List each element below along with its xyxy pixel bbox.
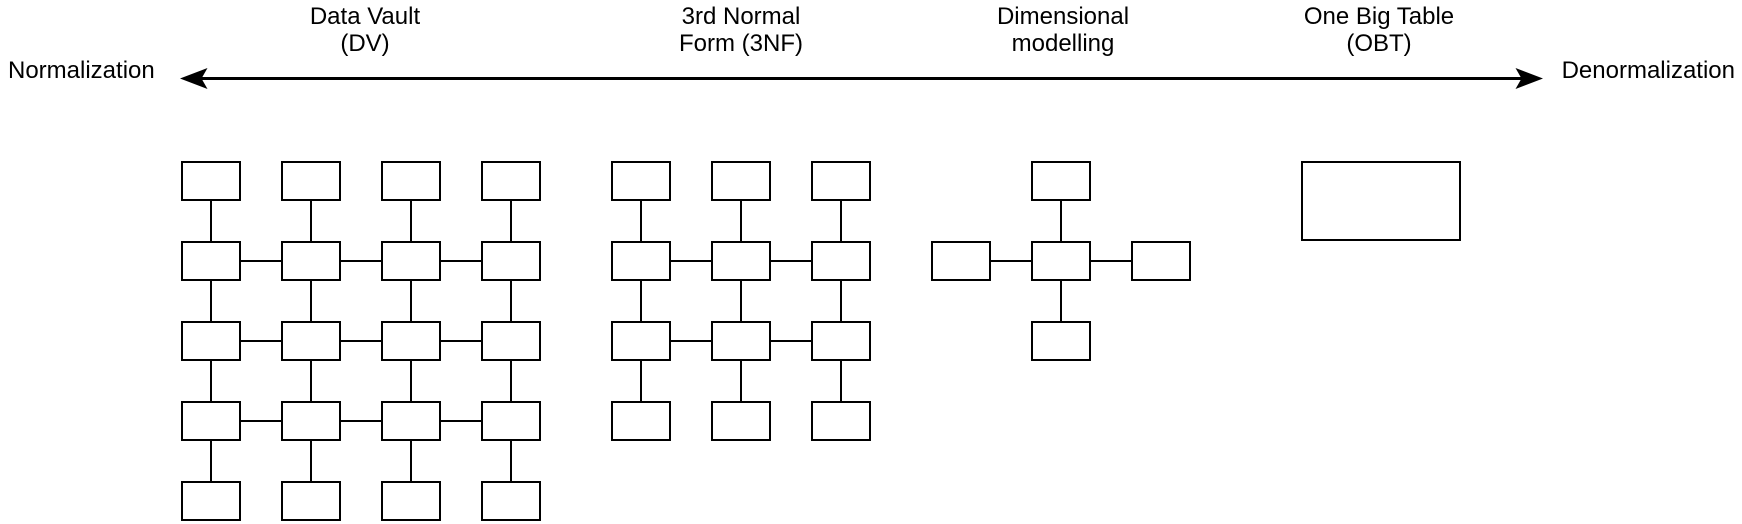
connector-vertical bbox=[509, 441, 513, 481]
connector-horizontal bbox=[341, 259, 381, 263]
connector-horizontal bbox=[341, 339, 381, 343]
connector-vertical bbox=[309, 281, 313, 321]
connector-horizontal bbox=[1091, 259, 1131, 263]
connector-vertical bbox=[639, 361, 643, 401]
schema-box bbox=[181, 161, 241, 201]
schema-box bbox=[281, 241, 341, 281]
schema-box bbox=[811, 321, 871, 361]
connector-vertical bbox=[209, 441, 213, 481]
connector-horizontal bbox=[671, 339, 711, 343]
connector-horizontal bbox=[441, 339, 481, 343]
schema-box bbox=[281, 401, 341, 441]
connector-vertical bbox=[409, 281, 413, 321]
connector-vertical bbox=[509, 281, 513, 321]
connector-vertical bbox=[639, 201, 643, 241]
schema-box bbox=[481, 481, 541, 521]
connector-vertical bbox=[739, 361, 743, 401]
connector-vertical bbox=[1059, 281, 1063, 321]
schema-box bbox=[481, 401, 541, 441]
method-title-data-vault: Data Vault (DV) bbox=[255, 3, 475, 57]
schema-box bbox=[381, 401, 441, 441]
connector-vertical bbox=[839, 201, 843, 241]
connector-vertical bbox=[209, 201, 213, 241]
method-title-line: Form (3NF) bbox=[679, 30, 803, 57]
schema-box bbox=[611, 241, 671, 281]
method-title-line: One Big Table bbox=[1303, 3, 1455, 30]
connector-vertical bbox=[409, 361, 413, 401]
connector-vertical bbox=[309, 201, 313, 241]
connector-horizontal bbox=[991, 259, 1031, 263]
connector-vertical bbox=[309, 441, 313, 481]
schema-box bbox=[711, 161, 771, 201]
connector-vertical bbox=[409, 441, 413, 481]
connector-horizontal bbox=[671, 259, 711, 263]
method-title-dimensional: Dimensional modelling bbox=[953, 3, 1173, 57]
dimension-box bbox=[1031, 321, 1091, 361]
schema-box bbox=[281, 481, 341, 521]
schema-box bbox=[711, 321, 771, 361]
connector-vertical bbox=[739, 281, 743, 321]
connector-vertical bbox=[509, 201, 513, 241]
method-title-line: Data Vault bbox=[309, 3, 421, 30]
schema-box bbox=[711, 401, 771, 441]
method-title-line: (DV) bbox=[340, 30, 390, 57]
big-table-box bbox=[1301, 161, 1461, 241]
connector-horizontal bbox=[241, 259, 281, 263]
schema-box bbox=[611, 321, 671, 361]
connector-vertical bbox=[309, 361, 313, 401]
dimension-box bbox=[1031, 161, 1091, 201]
schema-box bbox=[481, 321, 541, 361]
method-title-line: (OBT) bbox=[1346, 30, 1412, 57]
connector-vertical bbox=[409, 201, 413, 241]
connector-vertical bbox=[1059, 201, 1063, 241]
schema-box bbox=[381, 161, 441, 201]
schema-box bbox=[181, 481, 241, 521]
schema-box bbox=[181, 401, 241, 441]
connector-horizontal bbox=[771, 339, 811, 343]
connector-horizontal bbox=[241, 419, 281, 423]
schema-box bbox=[381, 321, 441, 361]
connector-vertical bbox=[639, 281, 643, 321]
dimension-box bbox=[931, 241, 991, 281]
schema-box bbox=[611, 401, 671, 441]
normalization-label: Normalization bbox=[8, 57, 155, 84]
connector-horizontal bbox=[241, 339, 281, 343]
connector-horizontal bbox=[341, 419, 381, 423]
schema-box bbox=[381, 241, 441, 281]
connector-vertical bbox=[209, 361, 213, 401]
schema-box bbox=[181, 321, 241, 361]
schema-box bbox=[811, 241, 871, 281]
connector-horizontal bbox=[771, 259, 811, 263]
schema-box bbox=[281, 161, 341, 201]
method-title-3nf: 3rd Normal Form (3NF) bbox=[631, 3, 851, 57]
schema-box bbox=[381, 481, 441, 521]
schema-box bbox=[711, 241, 771, 281]
schema-box bbox=[481, 161, 541, 201]
schema-box bbox=[611, 161, 671, 201]
dimension-box bbox=[1131, 241, 1191, 281]
denormalization-label: Denormalization bbox=[1561, 57, 1735, 84]
connector-vertical bbox=[839, 361, 843, 401]
method-title-obt: One Big Table (OBT) bbox=[1269, 3, 1489, 57]
schema-box bbox=[481, 241, 541, 281]
connector-vertical bbox=[209, 281, 213, 321]
connector-vertical bbox=[839, 281, 843, 321]
schema-box bbox=[181, 241, 241, 281]
connector-horizontal bbox=[441, 419, 481, 423]
schema-box bbox=[811, 401, 871, 441]
schema-box bbox=[811, 161, 871, 201]
method-title-line: modelling bbox=[1011, 30, 1115, 57]
schema-box bbox=[281, 321, 341, 361]
fact-table-box bbox=[1031, 241, 1091, 281]
connector-vertical bbox=[509, 361, 513, 401]
method-title-line: Dimensional bbox=[996, 3, 1130, 30]
connector-vertical bbox=[739, 201, 743, 241]
connector-horizontal bbox=[441, 259, 481, 263]
method-title-line: 3rd Normal bbox=[681, 3, 801, 30]
